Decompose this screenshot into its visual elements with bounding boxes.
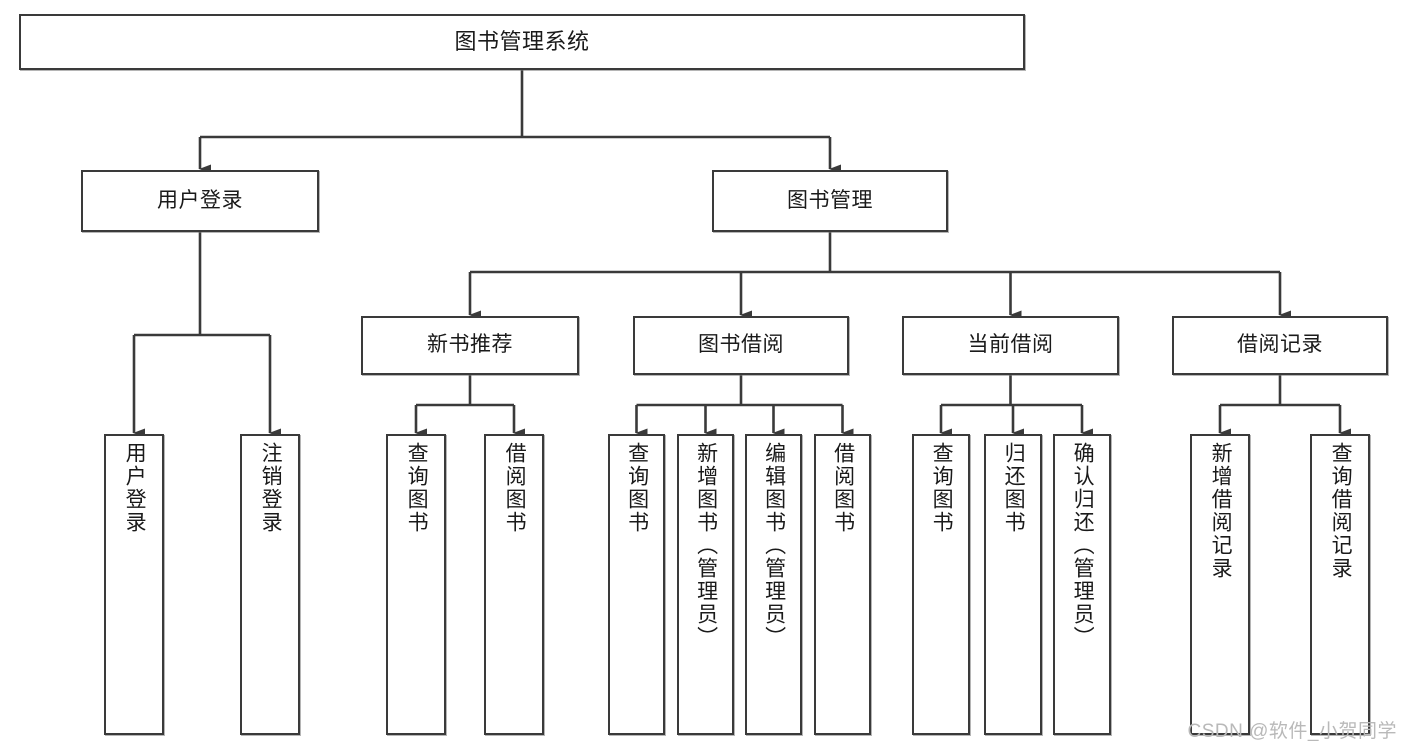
node-label: 图书管理 <box>787 188 873 212</box>
node-label: 新增借阅记录 <box>1209 442 1233 580</box>
node-label: 借阅图书 <box>503 442 527 534</box>
node-book-manage[interactable]: 图书管理 <box>712 170 948 232</box>
watermark-label: CSDN @软件_小贺同学 <box>1187 721 1397 742</box>
node-label: 编辑图书（管理员） <box>762 442 786 649</box>
node-label: 借阅记录 <box>1237 333 1323 357</box>
node-label: 查询图书 <box>625 442 649 534</box>
node-book-borrow[interactable]: 图书借阅 <box>633 316 849 375</box>
node-label: 查询图书 <box>405 442 429 534</box>
node-label: 新增图书（管理员） <box>694 442 718 649</box>
node-leaf-add-record[interactable]: 新增借阅记录 <box>1190 434 1250 735</box>
node-leaf-borrow-book-2[interactable]: 借阅图书 <box>814 434 871 735</box>
node-label: 借阅图书 <box>831 442 855 534</box>
node-label: 归还图书 <box>1002 442 1026 534</box>
node-leaf-query-book-2[interactable]: 查询图书 <box>608 434 665 735</box>
node-leaf-user-login[interactable]: 用户登录 <box>104 434 164 735</box>
node-label: 注销登录 <box>259 442 283 534</box>
node-leaf-borrow-book-1[interactable]: 借阅图书 <box>484 434 544 735</box>
node-leaf-confirm-return[interactable]: 确认归还（管理员） <box>1053 434 1111 735</box>
node-label: 用户登录 <box>157 188 243 212</box>
node-label: 用户登录 <box>123 442 147 534</box>
node-label: 查询借阅记录 <box>1329 442 1353 580</box>
node-leaf-logout[interactable]: 注销登录 <box>240 434 300 735</box>
node-leaf-query-book-3[interactable]: 查询图书 <box>912 434 970 735</box>
node-leaf-add-book[interactable]: 新增图书（管理员） <box>677 434 734 735</box>
node-label: 图书借阅 <box>698 333 784 357</box>
node-new-book-rec[interactable]: 新书推荐 <box>361 316 579 375</box>
node-root[interactable]: 图书管理系统 <box>19 14 1025 70</box>
node-leaf-return-book[interactable]: 归还图书 <box>984 434 1042 735</box>
node-borrow-record[interactable]: 借阅记录 <box>1172 316 1388 375</box>
node-current-borrow[interactable]: 当前借阅 <box>902 316 1119 375</box>
node-label: 当前借阅 <box>967 333 1054 357</box>
node-leaf-edit-book[interactable]: 编辑图书（管理员） <box>745 434 802 735</box>
node-leaf-query-record[interactable]: 查询借阅记录 <box>1310 434 1370 735</box>
node-label: 确认归还（管理员） <box>1071 442 1095 649</box>
node-label: 新书推荐 <box>427 333 513 357</box>
node-label: 查询图书 <box>930 442 954 534</box>
node-leaf-query-book-1[interactable]: 查询图书 <box>386 434 446 735</box>
node-label: 图书管理系统 <box>454 29 590 55</box>
node-user-login[interactable]: 用户登录 <box>81 170 319 232</box>
